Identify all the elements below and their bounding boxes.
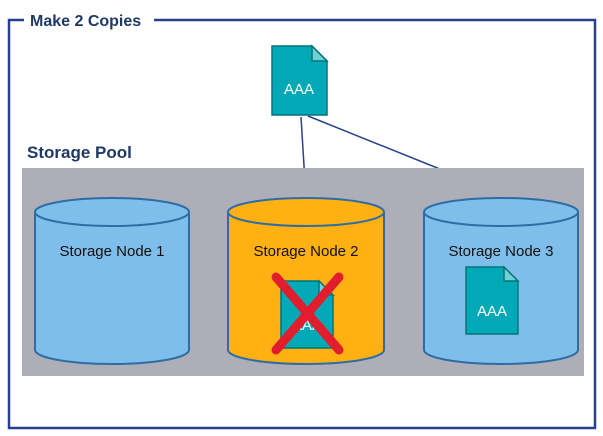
file-icon <box>465 266 519 335</box>
source-document-icon: AAA <box>271 44 329 116</box>
storage-node-2: Storage Node 2 AAA <box>227 197 385 365</box>
storage-node-3: Storage Node 3 AAA <box>423 197 579 365</box>
file-icon <box>271 45 328 116</box>
storage-pool-label: Storage Pool <box>27 143 132 162</box>
node3-document-label: AAA <box>477 303 507 320</box>
node2-document-icon: AAA <box>271 272 344 355</box>
cylinder-top <box>34 197 190 227</box>
file-fold-corner <box>503 265 520 282</box>
storage-node-1: Storage Node 1 <box>34 197 190 365</box>
storage-node-2-label: Storage Node 2 <box>253 243 358 260</box>
storage-node-3-label: Storage Node 3 <box>448 243 553 260</box>
title-backing <box>24 10 154 30</box>
outer-frame <box>7 18 597 430</box>
source-document-label: AAA <box>284 81 314 98</box>
cylinder-top <box>227 197 385 227</box>
node3-document-icon: AAA <box>465 265 520 335</box>
cross-stroke-2 <box>271 272 344 355</box>
diagram-title: Make 2 Copies <box>30 13 141 30</box>
red-cross-icon <box>271 272 344 355</box>
storage-node-1-label: Storage Node 1 <box>59 243 164 260</box>
cylinder-top <box>423 197 579 227</box>
file-fold-corner <box>311 44 329 62</box>
cylinder-body <box>34 212 190 365</box>
